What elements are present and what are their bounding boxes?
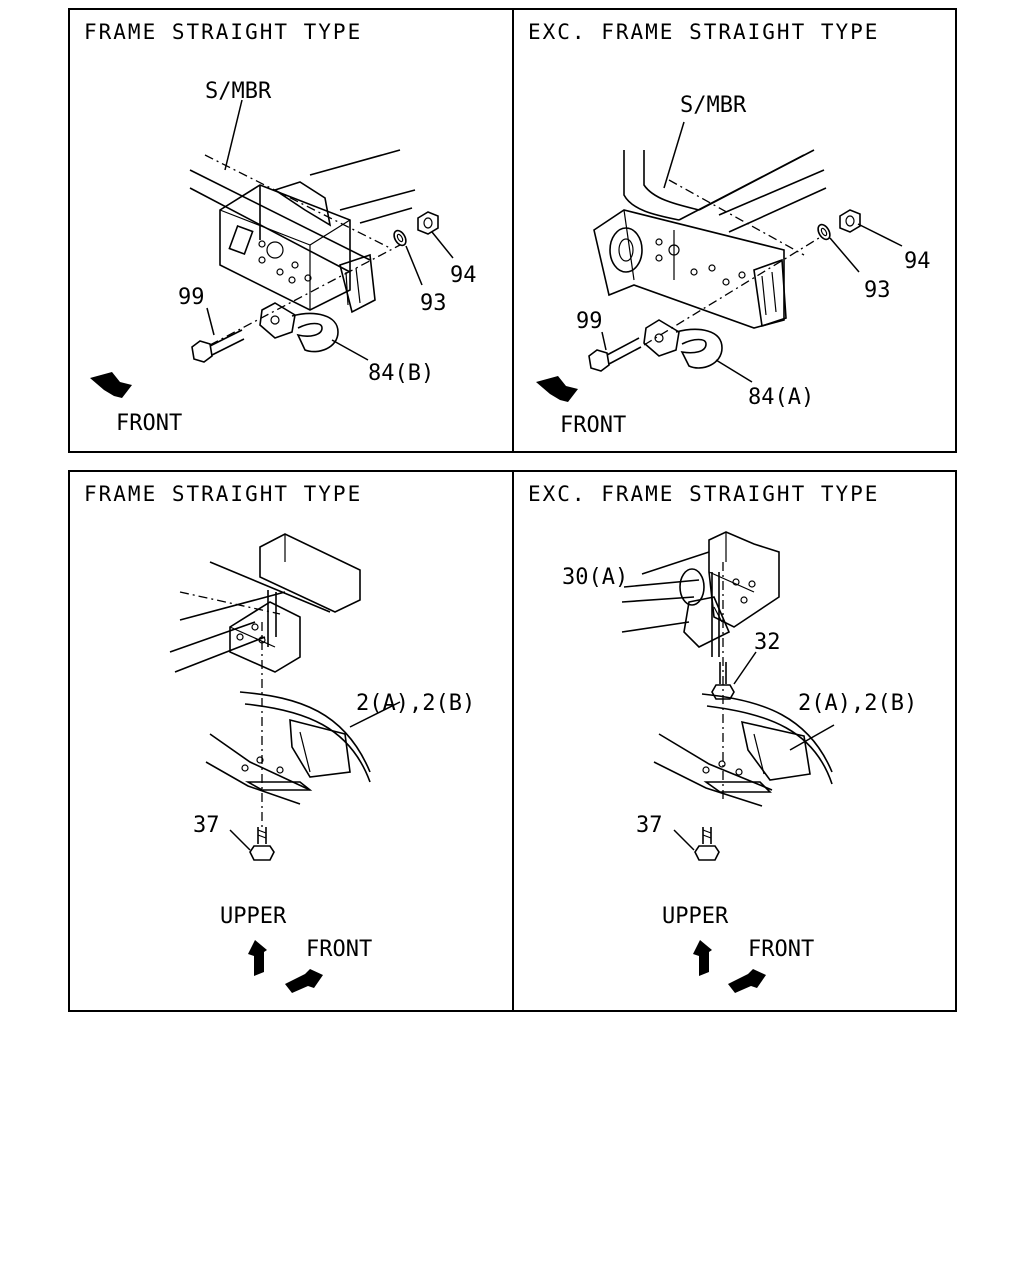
- label-part: 2(A),2(B): [798, 691, 917, 716]
- bolt: [191, 329, 245, 363]
- label-bolt: 37: [193, 813, 220, 838]
- label-bolt: 37: [636, 813, 663, 838]
- fastener-axis: [643, 237, 820, 346]
- fastener-axis: [209, 244, 401, 346]
- washer: [817, 223, 831, 241]
- label-bolt: 99: [576, 309, 603, 334]
- panel-title: EXC. FRAME STRAIGHT TYPE: [528, 20, 880, 44]
- front-arrow-icon: [536, 376, 578, 402]
- side-member: [593, 149, 827, 329]
- label-hook: 84(A): [748, 385, 814, 410]
- label-bolt: 99: [178, 285, 205, 310]
- label-front: FRONT: [116, 411, 182, 436]
- label-front: FRONT: [748, 937, 814, 962]
- tow-hook: [643, 319, 723, 369]
- label-upper: UPPER: [220, 904, 287, 929]
- label-part: 2(A),2(B): [356, 691, 475, 716]
- front-arrow-icon: [285, 969, 323, 993]
- bumper: [653, 693, 833, 807]
- label-washer: 93: [864, 278, 891, 303]
- label-hook: 84(B): [368, 361, 434, 386]
- nut: [839, 209, 861, 233]
- bumper: [205, 691, 371, 805]
- bolt: [588, 337, 642, 372]
- label-side-member: S/MBR: [680, 93, 747, 118]
- front-arrow-icon: [728, 969, 766, 993]
- bumper-diagram: 30(A) 32 37 2(A),2(B) UPPER FRONT: [562, 531, 917, 993]
- hook-diagram: S/MBR 99 93 94 84(A) FRONT: [536, 93, 931, 438]
- bolt-upper: [711, 662, 735, 700]
- bolt: [249, 827, 275, 861]
- panel-frame-straight-bumper: FRAME STRAIGHT TYPE: [68, 470, 514, 1012]
- bracket: [621, 531, 780, 657]
- upper-arrow-icon: [693, 940, 712, 976]
- bolt: [694, 827, 720, 861]
- nut: [417, 211, 439, 235]
- upper-arrow-icon: [248, 940, 267, 976]
- label-bracket: 30(A): [562, 565, 628, 590]
- panel-title: EXC. FRAME STRAIGHT TYPE: [528, 482, 880, 506]
- tow-hook: [259, 302, 339, 353]
- side-member: [189, 149, 416, 314]
- label-upper: UPPER: [662, 904, 729, 929]
- panel-title: FRAME STRAIGHT TYPE: [84, 482, 363, 506]
- washer: [393, 229, 407, 247]
- label-nut: 94: [450, 263, 477, 288]
- frame-end: [169, 533, 361, 673]
- label-front: FRONT: [560, 413, 626, 438]
- label-nut: 94: [904, 249, 931, 274]
- panel-title: FRAME STRAIGHT TYPE: [84, 20, 363, 44]
- panel-exc-frame-straight-bumper: EXC. FRAME STRAIGHT TYPE: [512, 470, 957, 1012]
- bumper-diagram: 37 2(A),2(B) UPPER FRONT: [169, 533, 475, 993]
- label-bolt-upper: 32: [754, 630, 781, 655]
- label-washer: 93: [420, 291, 447, 316]
- label-side-member: S/MBR: [205, 79, 272, 104]
- hook-diagram: S/MBR 99 93 94 84(B) FRONT: [90, 79, 477, 436]
- label-front: FRONT: [306, 937, 372, 962]
- panel-exc-frame-straight-hook: EXC. FRAME STRAIGHT TYPE: [512, 8, 957, 453]
- panel-frame-straight-hook: FRAME STRAIGHT TYPE: [68, 8, 514, 453]
- front-arrow-icon: [90, 372, 132, 398]
